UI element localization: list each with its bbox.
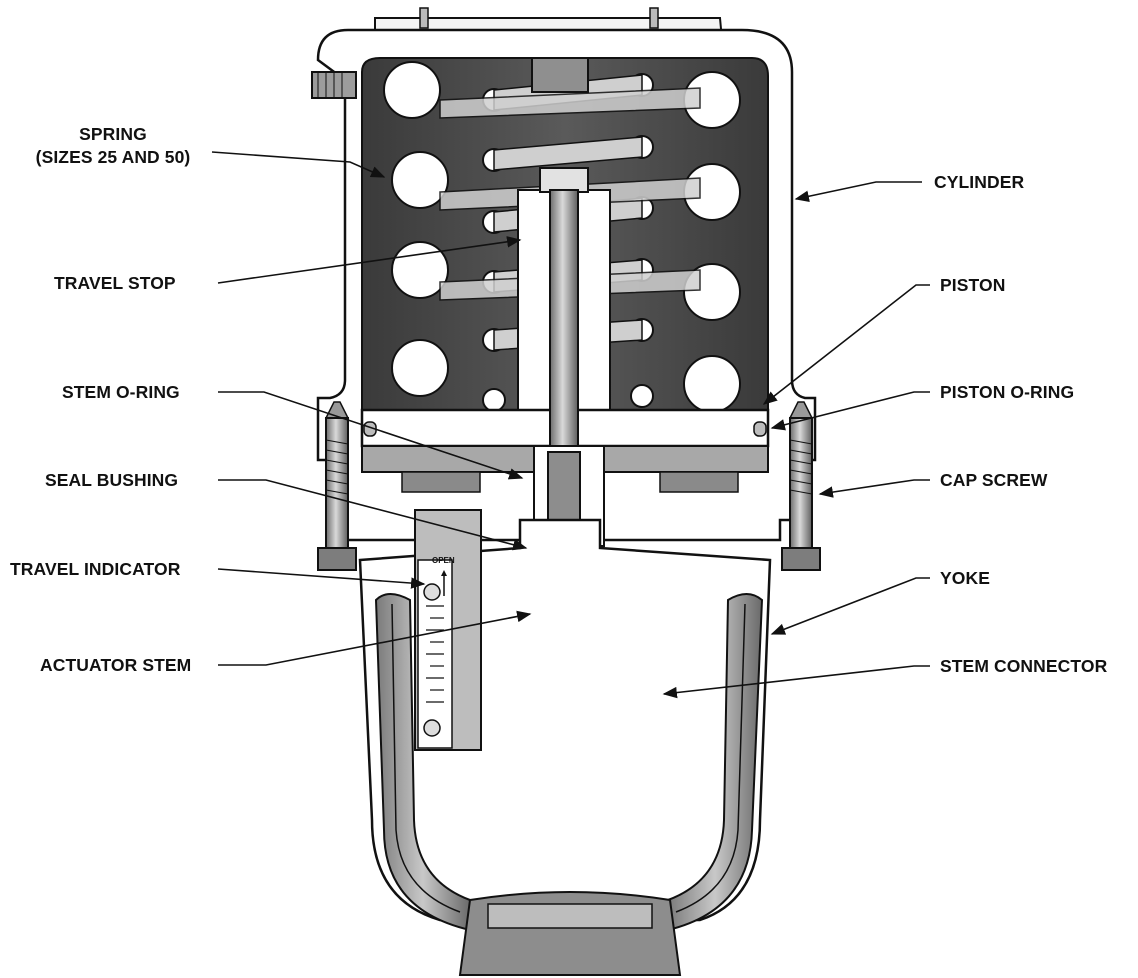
leader-actuator-stem — [218, 610, 532, 666]
leader-piston-o-ring — [770, 391, 930, 431]
label-travel-stop: TRAVEL STOP — [54, 273, 176, 293]
piston-o-ring-groove-right — [753, 421, 767, 437]
label-stem-o-ring: STEM O-RING — [62, 382, 180, 402]
top-boss — [531, 57, 589, 93]
label-piston-o-ring: PISTON O-RING — [940, 382, 1074, 402]
leader-stem-o-ring — [218, 391, 524, 480]
label-yoke: YOKE — [940, 568, 990, 588]
stem-upper-rod — [549, 189, 579, 461]
leader-spring — [211, 151, 386, 178]
leader-yoke — [770, 577, 930, 635]
leader-travel-indicator — [217, 568, 426, 589]
cap-screws — [317, 401, 821, 571]
label-spring-line2: (SIZES 25 AND 50) — [36, 147, 191, 167]
leader-cylinder — [794, 181, 922, 202]
label-cylinder: CYLINDER — [934, 172, 1025, 192]
label-piston: PISTON — [940, 275, 1005, 295]
leader-seal-bushing — [218, 479, 528, 551]
yoke-leg-left — [374, 593, 471, 932]
label-spring-line1: SPRING — [79, 124, 147, 144]
stem-top-nut — [539, 167, 589, 193]
leader-cap-screw — [818, 479, 930, 498]
leader-stem-connector — [662, 665, 930, 699]
label-cap-screw: CAP SCREW — [940, 470, 1048, 490]
yoke-leg-right — [667, 593, 764, 932]
leader-piston — [762, 284, 930, 405]
label-travel-indicator: TRAVEL INDICATOR — [10, 559, 181, 579]
top-bolt-right — [649, 7, 659, 29]
yoke — [358, 518, 772, 976]
indicator-scale-label: OPEN — [432, 556, 455, 565]
leader-lines — [211, 151, 930, 699]
spring — [383, 61, 741, 413]
leader-travel-stop — [217, 236, 522, 284]
label-seal-bushing: SEAL BUSHING — [45, 470, 178, 490]
labels: SPRING (SIZES 25 AND 50) TRAVEL STOP STE… — [10, 124, 1108, 676]
top-bolt-left — [419, 7, 429, 29]
label-actuator-stem: ACTUATOR STEM — [40, 655, 191, 675]
label-stem-connector: STEM CONNECTOR — [940, 656, 1108, 676]
